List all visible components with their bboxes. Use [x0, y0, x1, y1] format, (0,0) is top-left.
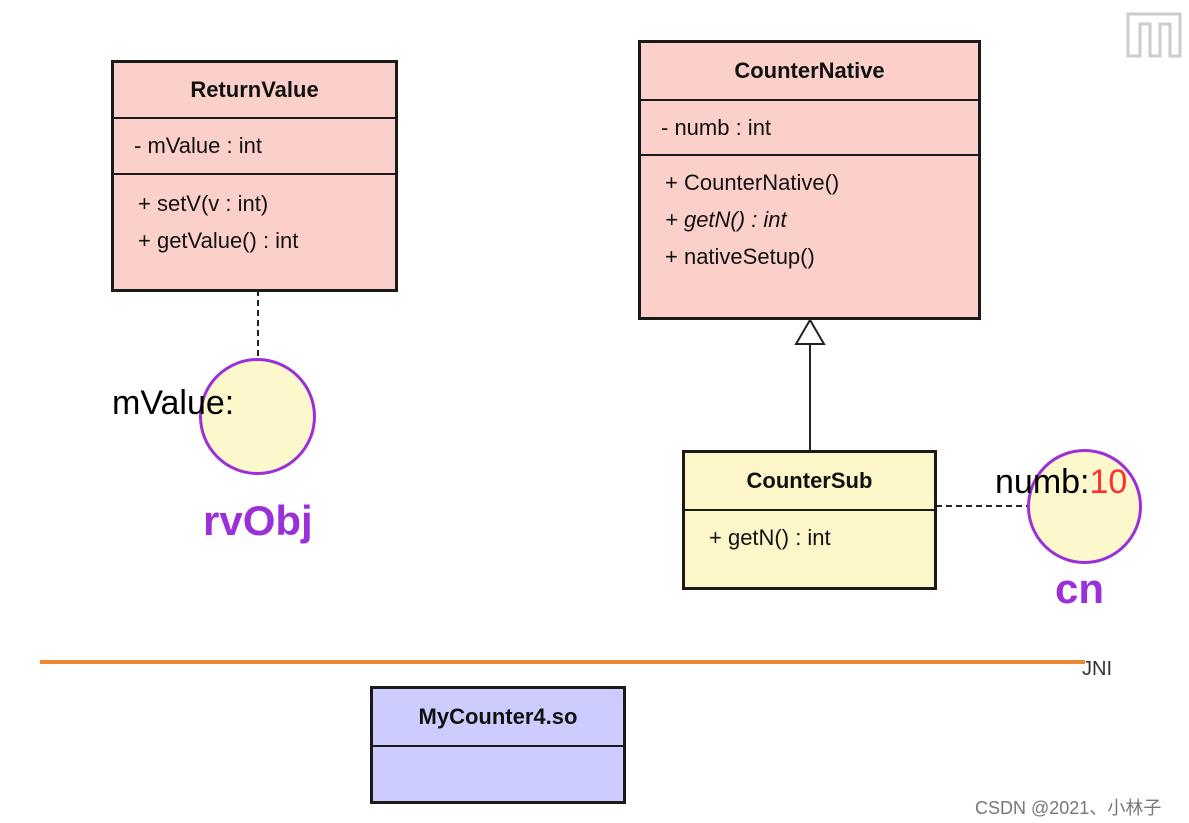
method: + getValue() : int	[138, 228, 299, 253]
class-mycounter4so: MyCounter4.so	[370, 686, 626, 804]
method: + getN() : int	[709, 525, 831, 550]
method: + CounterNative()	[665, 170, 840, 195]
class-countersub: CounterSub + getN() : int	[682, 450, 937, 590]
object-cn-field: numb:10	[995, 463, 1127, 502]
object-rvobj-field-label: mValue:	[112, 384, 235, 422]
object-rvobj-name: rvObj	[203, 497, 313, 544]
class-counternative-attributes: - numb : int	[641, 101, 978, 156]
class-returnvalue-title: ReturnValue	[114, 63, 395, 119]
object-cn-circle	[1027, 449, 1142, 564]
class-returnvalue-methods: + setV(v : int) + getValue() : int	[114, 175, 395, 259]
jni-label: JNI	[1082, 658, 1112, 680]
class-returnvalue: ReturnValue - mValue : int + setV(v : in…	[111, 60, 398, 292]
method-abstract: + getN() : int	[665, 207, 787, 232]
attribute: - mValue : int	[134, 133, 262, 158]
class-mycounter4so-title: MyCounter4.so	[373, 689, 623, 747]
class-countersub-methods: + getN() : int	[685, 511, 934, 556]
inheritance-arrow	[794, 318, 826, 345]
class-counternative-methods: + CounterNative() + getN() : int + nativ…	[641, 156, 978, 275]
watermark: CSDN @2021、小林子	[975, 798, 1162, 818]
class-countersub-title: CounterSub	[685, 453, 934, 511]
method: + setV(v : int)	[138, 191, 269, 216]
attribute: - numb : int	[661, 115, 772, 140]
object-cn-field-value: 10	[1089, 463, 1128, 501]
logo-icon	[1126, 12, 1182, 58]
object-rvobj-circle	[199, 358, 316, 475]
class-returnvalue-attributes: - mValue : int	[114, 119, 395, 175]
object-cn-field-label: numb:	[995, 463, 1090, 501]
class-counternative-title: CounterNative	[641, 43, 978, 101]
class-counternative: CounterNative - numb : int + CounterNati…	[638, 40, 981, 320]
method: + nativeSetup()	[665, 244, 815, 269]
object-cn-name: cn	[1055, 565, 1105, 612]
